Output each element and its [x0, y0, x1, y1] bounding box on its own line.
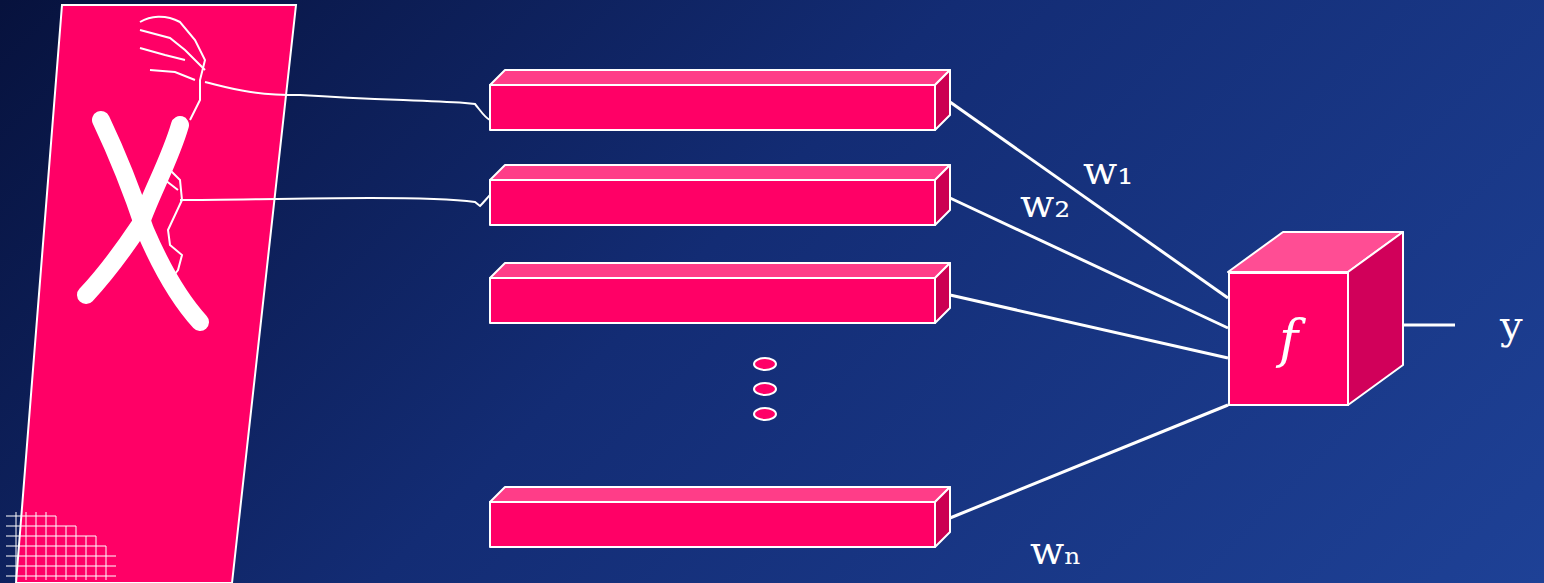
- ellipsis-dots: [754, 358, 776, 420]
- cube-faces: [1228, 232, 1403, 405]
- weight-label: wₙ: [1030, 530, 1082, 570]
- chromosome-x: [86, 120, 200, 322]
- function-cube: f: [1228, 272, 1349, 406]
- feature-wire: [140, 17, 490, 280]
- weight-label: w₂: [1020, 183, 1070, 223]
- weight-label: w₁: [1083, 150, 1133, 190]
- output-label: y: [1500, 305, 1523, 345]
- pixel-grid: [6, 512, 116, 580]
- feature-bars: [490, 70, 950, 547]
- function-symbol: f: [1279, 313, 1298, 365]
- weight-lines: [950, 102, 1455, 518]
